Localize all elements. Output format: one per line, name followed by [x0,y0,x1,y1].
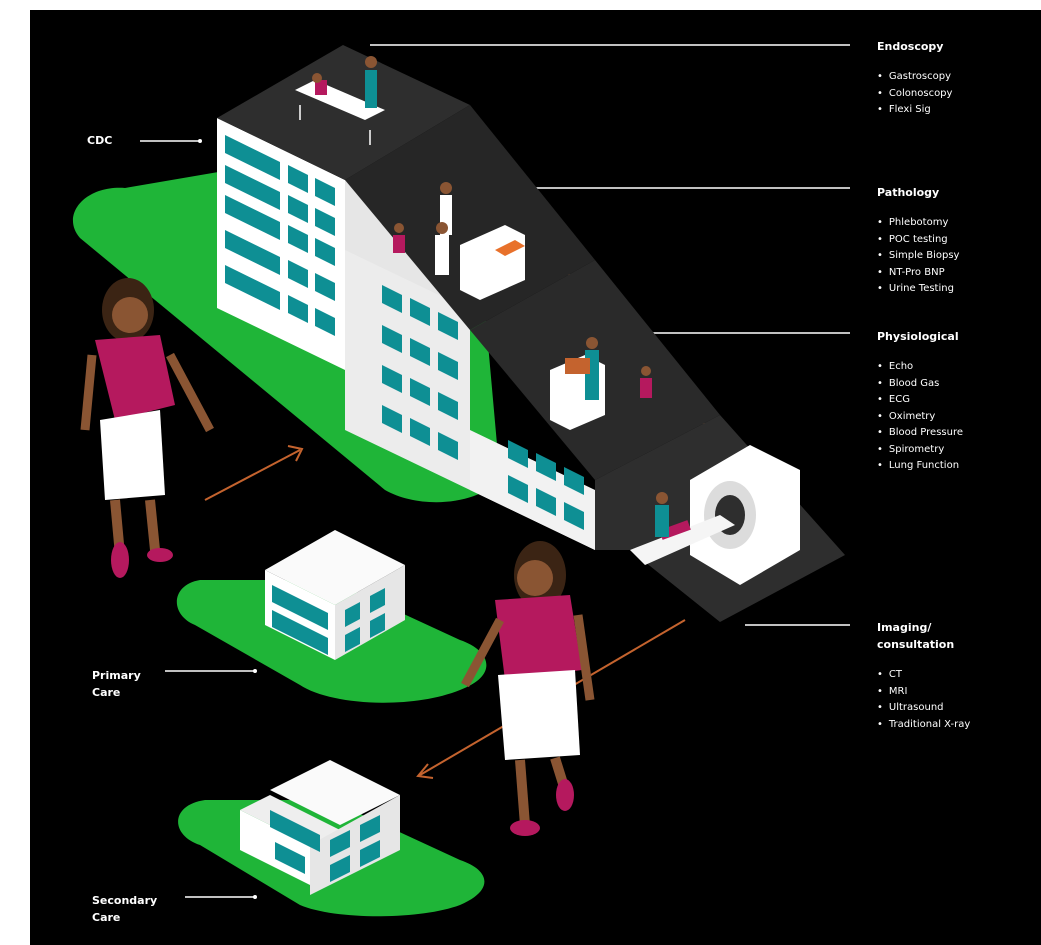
list-item: Traditional X-ray [877,717,970,734]
list-item: Lung Function [877,458,963,475]
list-item: Oximetry [877,409,963,426]
pathology-section: Pathology Phlebotomy POC testing Simple … [877,184,959,298]
physiological-section: Physiological Echo Blood Gas ECG Oximetr… [877,328,963,475]
endoscopy-scene [295,56,385,145]
endoscopy-floor [217,45,470,180]
patient-figure-walking [80,278,214,578]
section-title-line-1: Imaging/ [877,621,932,634]
primary-care-label: Primary Care [92,667,141,701]
list-item: Urine Testing [877,281,959,298]
section-title: Physiological [877,330,959,343]
pathology-scene [393,182,525,300]
section-title: Pathology [877,186,940,199]
pathology-floor [345,105,595,330]
section-list: CT MRI Ultrasound Traditional X-ray [877,667,970,733]
section-title-line-2: consultation [877,638,955,651]
list-item: MRI [877,684,970,701]
cdc-windows [225,135,584,530]
arrow-to-cdc [204,449,301,501]
imaging-consultation-section: Imaging/ consultation CT MRI Ultrasound … [877,619,970,733]
list-item: Flexi Sig [877,102,952,119]
list-item: Echo [877,359,963,376]
list-item: Spirometry [877,442,963,459]
primary-care-label-line-2: Care [92,686,121,699]
secondary-care-building [240,760,400,895]
list-item: Simple Biopsy [877,248,960,265]
secondary-care-label: Secondary Care [92,892,157,926]
cdc-illustration [72,44,850,917]
section-list: Gastroscopy Colonoscopy Flexi Sig [877,69,953,119]
secondary-care-label-line-2: Care [92,911,121,924]
cdc-building [217,45,845,622]
primary-care-building [265,530,405,660]
cdc-label: CDC [87,134,113,147]
secondary-care-label-line-1: Secondary [92,894,158,907]
patient-figure-walking-2 [461,541,595,836]
list-item: Gastroscopy [877,69,952,86]
primary-care-label-line-1: Primary [92,669,141,682]
leader-lines [140,44,850,898]
list-item: Blood Pressure [877,425,963,442]
list-item: NT-Pro BNP [877,265,959,282]
section-list: Phlebotomy POC testing Simple Biopsy NT-… [877,215,960,298]
list-item: Blood Gas [877,376,963,393]
list-item: CT [877,667,970,684]
imaging-scene [630,445,800,585]
section-list: Echo Blood Gas ECG Oximetry Blood Pressu… [877,359,963,475]
list-item: POC testing [877,232,959,249]
list-item: Phlebotomy [877,215,959,232]
list-item: Ultrasound [877,700,970,717]
physiological-scene [550,337,652,430]
endoscopy-section: Endoscopy Gastroscopy Colonoscopy Flexi … [877,38,952,119]
diagram-canvas: CDC Primary Care Secondary Care Endoscop… [30,10,1041,945]
list-item: Colonoscopy [877,86,953,103]
list-item: ECG [877,392,963,409]
section-title: Endoscopy [877,40,944,53]
